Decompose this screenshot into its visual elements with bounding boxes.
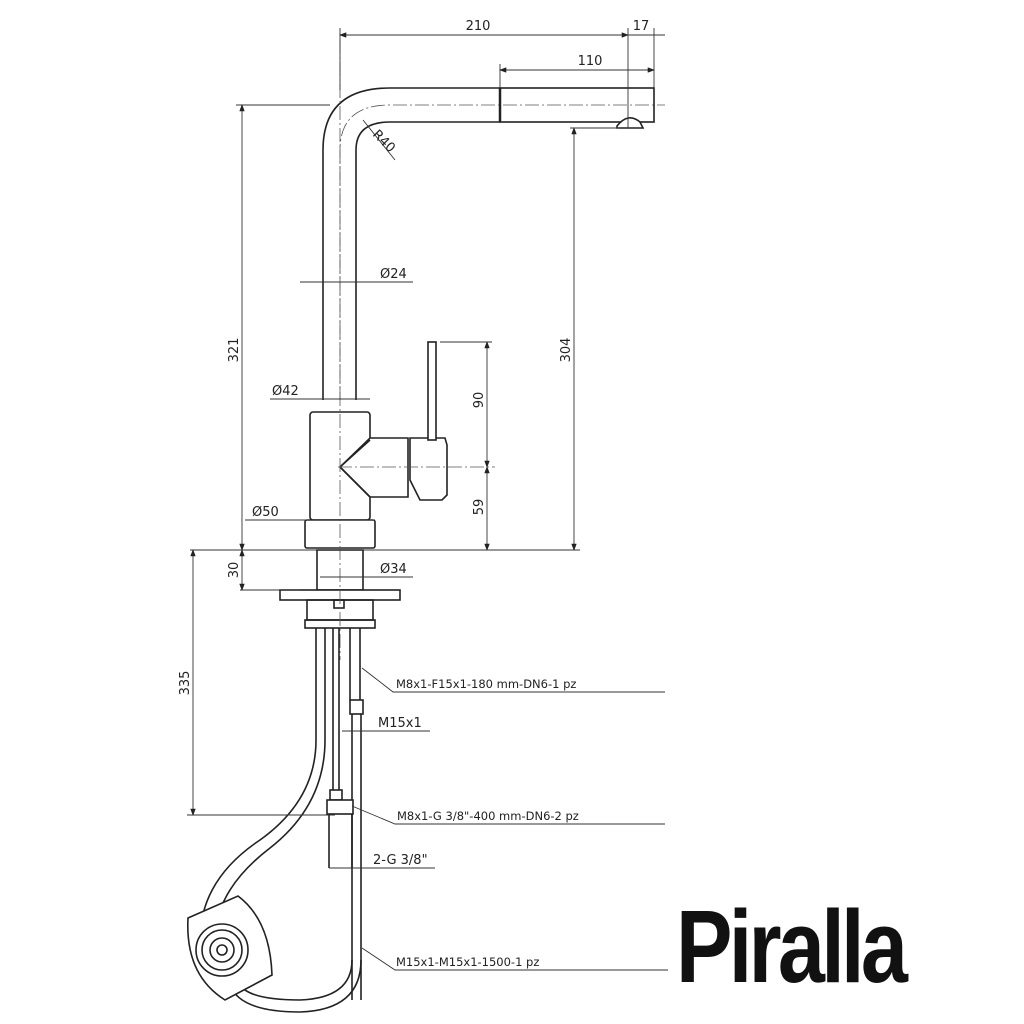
dim-spout-reach: 210	[466, 19, 491, 34]
dim-below-deck-length: 335	[178, 671, 193, 696]
dim-bend-radius: R40	[369, 127, 398, 156]
note-hose-2: M8x1-G 3/8"-400 mm-DN6-2 pz	[397, 809, 579, 823]
note-hose-1: M8x1-F15x1-180 mm-DN6-1 pz	[396, 677, 576, 691]
spray-head	[499, 87, 655, 129]
dim-shank-diameter: Ø34	[380, 562, 407, 577]
dim-base-diameter: Ø50	[252, 505, 279, 520]
dim-spray-head-length: 110	[578, 54, 603, 69]
pull-out-shower-head	[187, 895, 273, 1001]
dim-body-top-diameter: Ø42	[272, 384, 299, 399]
dim-shank-length: 30	[227, 562, 242, 579]
dim-lever-height: 90	[472, 392, 487, 409]
note-thread-2: 2-G 3/8"	[373, 853, 428, 868]
piralla-logo: Piralla	[676, 889, 909, 1004]
dim-tube-diameter: Ø24	[380, 267, 407, 282]
note-thread-1: M15x1	[378, 716, 422, 731]
dim-lever-axis-height: 59	[472, 499, 487, 516]
note-hose-3: M15x1-M15x1-1500-1 pz	[396, 955, 539, 969]
dim-aerator-offset: 17	[633, 19, 650, 34]
faucet-body	[304, 341, 495, 549]
lever-handle	[427, 341, 437, 441]
dim-total-height: 321	[227, 338, 242, 363]
dim-spout-clearance: 304	[559, 338, 574, 363]
dimension-lines	[187, 28, 668, 971]
